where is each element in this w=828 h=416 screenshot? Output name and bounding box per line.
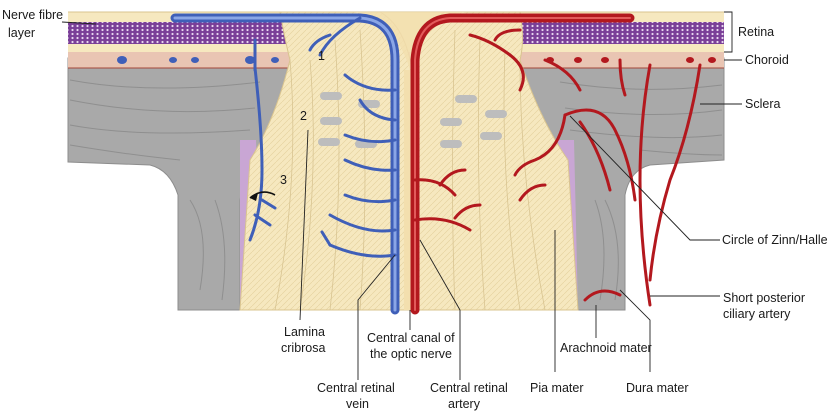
label-central-canal-2: the optic nerve: [370, 347, 452, 361]
label-lamina-2: cribrosa: [281, 341, 326, 355]
choroid-vein-dots: [117, 56, 279, 64]
central-retinal-artery: [410, 13, 702, 315]
lamina-dashes: [318, 92, 507, 148]
label-central-vein-1: Central retinal: [317, 381, 395, 395]
retina-dots-right: [510, 22, 724, 44]
label-num-2: 2: [300, 109, 307, 123]
label-pia: Pia mater: [530, 381, 584, 395]
label-choroid: Choroid: [745, 53, 789, 67]
label-short-posterior-2: ciliary artery: [723, 307, 791, 321]
nerve-fibres: [274, 29, 546, 311]
label-central-artery-1: Central retinal: [430, 381, 508, 395]
label-arachnoid: Arachnoid mater: [560, 341, 652, 355]
labels: Nerve fibre layer Retina Choroid Sclera …: [2, 8, 828, 411]
leader-lines: [61, 11, 742, 380]
label-nerve-fibre-1: Nerve fibre: [2, 8, 63, 22]
label-num-1: 1: [318, 49, 325, 63]
label-central-canal-1: Central canal of: [367, 331, 455, 345]
label-circle-zinn-haller: Circle of Zinn/Haller: [722, 233, 828, 247]
label-dura: Dura mater: [626, 381, 689, 395]
label-short-posterior-1: Short posterior: [723, 291, 805, 305]
label-retina: Retina: [738, 25, 774, 39]
retina-dots-left: [68, 22, 298, 44]
central-retinal-vein: [170, 13, 400, 315]
label-num-3: 3: [280, 173, 287, 187]
label-central-artery-2: artery: [448, 397, 481, 411]
label-sclera: Sclera: [745, 97, 780, 111]
label-nerve-fibre-2: layer: [8, 26, 35, 40]
choroid-artery-dots: [546, 57, 716, 63]
arrow-3: [249, 191, 276, 199]
label-lamina-1: Lamina: [284, 325, 325, 339]
label-central-vein-2: vein: [346, 397, 369, 411]
